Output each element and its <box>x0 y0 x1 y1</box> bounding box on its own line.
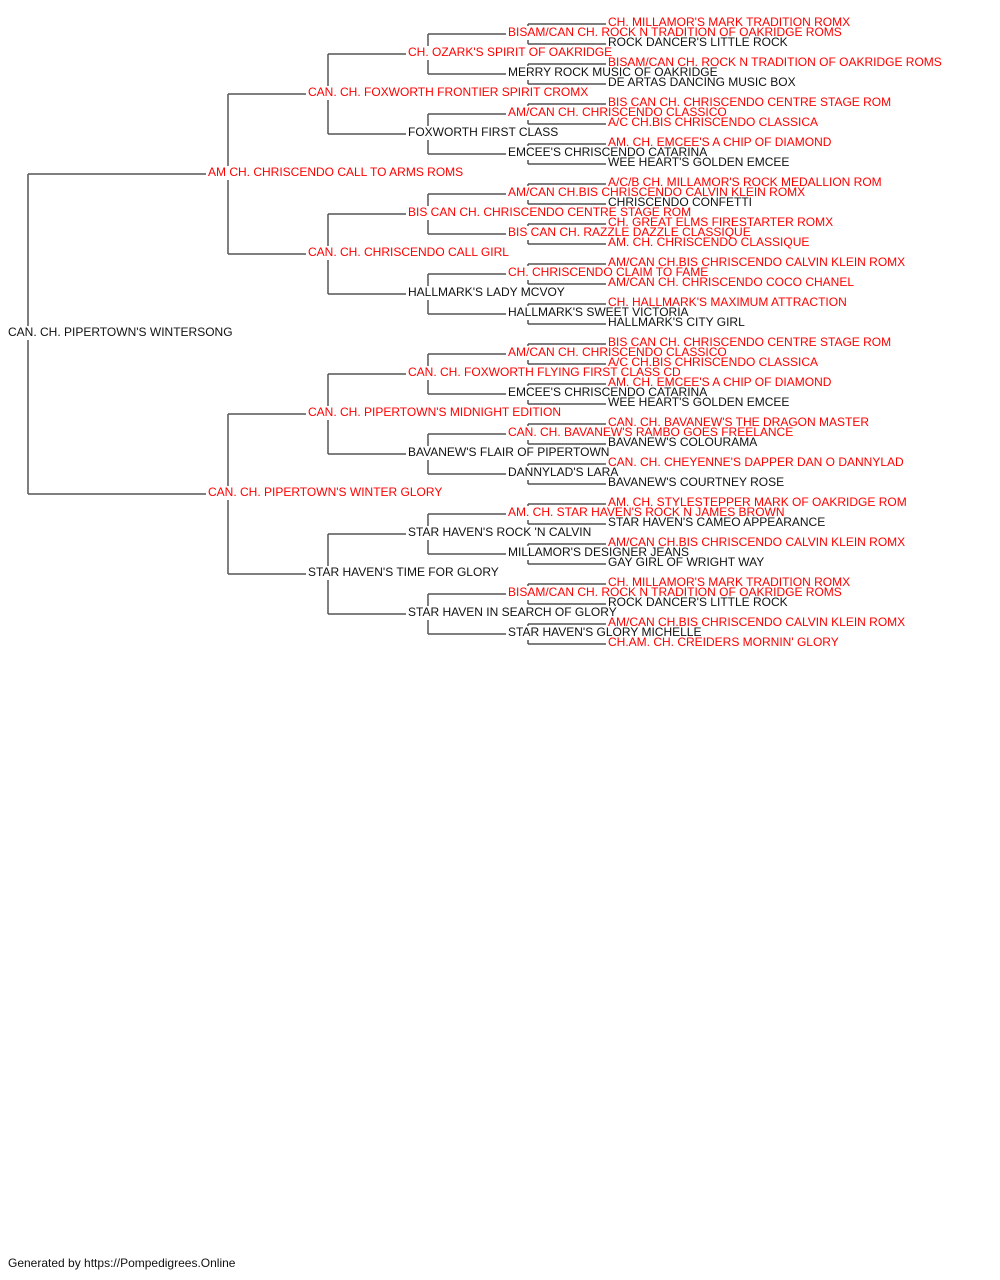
ancestor-name[interactable]: BIS CAN CH. CHRISCENDO CENTRE STAGE ROM <box>608 95 891 109</box>
ancestor-name[interactable]: CAN. CH. FOXWORTH FRONTIER SPIRIT CROMX <box>308 85 588 99</box>
ancestor-name[interactable]: A/C CH.BIS CHRISCENDO CLASSICA <box>608 115 818 129</box>
ancestor-name[interactable]: BAVANEW'S COURTNEY ROSE <box>608 475 784 489</box>
ancestor-name[interactable]: HALLMARK'S LADY MCVOY <box>408 285 565 299</box>
ancestor-name[interactable]: CH. OZARK'S SPIRIT OF OAKRIDGE <box>408 45 612 59</box>
ancestor-name[interactable]: AM/CAN CH.BIS CHRISCENDO CALVIN KLEIN RO… <box>608 255 905 269</box>
ancestor-name[interactable]: ROCK DANCER'S LITTLE ROCK <box>608 35 788 49</box>
ancestor-name[interactable]: CH. HALLMARK'S MAXIMUM ATTRACTION <box>608 295 847 309</box>
ancestor-name[interactable]: BISAM/CAN CH. ROCK N TRADITION OF OAKRID… <box>608 55 942 69</box>
ancestor-name[interactable]: MILLAMOR'S DESIGNER JEANS <box>508 545 689 559</box>
ancestor-name[interactable]: CH. GREAT ELMS FIRESTARTER ROMX <box>608 215 833 229</box>
ancestor-name[interactable]: BISAM/CAN CH. ROCK N TRADITION OF OAKRID… <box>508 585 842 599</box>
ancestor-name[interactable]: STAR HAVEN'S CAMEO APPEARANCE <box>608 515 825 529</box>
ancestor-name[interactable]: CH. MILLAMOR'S MARK TRADITION ROMX <box>608 575 850 589</box>
ancestor-name[interactable]: AM/CAN CH.BIS CHRISCENDO CALVIN KLEIN RO… <box>608 615 905 629</box>
ancestor-name[interactable]: AM. CH. STYLESTEPPER MARK OF OAKRIDGE RO… <box>608 495 907 509</box>
ancestor-name[interactable]: CAN. CH. PIPERTOWN'S WINTER GLORY <box>208 485 442 499</box>
ancestor-name[interactable]: CH.AM. CH. CREIDERS MORNIN' GLORY <box>608 635 839 649</box>
ancestor-name[interactable]: MERRY ROCK MUSIC OF OAKRIDGE <box>508 65 718 79</box>
ancestor-name[interactable]: CAN. CH. BAVANEW'S THE DRAGON MASTER <box>608 415 869 429</box>
subject-dog-name[interactable]: CAN. CH. PIPERTOWN'S WINTERSONG <box>8 325 233 339</box>
ancestor-name[interactable]: A/C/B CH. MILLAMOR'S ROCK MEDALLION ROM <box>608 175 882 189</box>
ancestor-name[interactable]: BIS CAN CH. RAZZLE DAZZLE CLASSIQUE <box>508 225 751 239</box>
ancestor-name[interactable]: CAN. CH. PIPERTOWN'S MIDNIGHT EDITION <box>308 405 561 419</box>
ancestor-name[interactable]: CAN. CH. BAVANEW'S RAMBO GOES FREELANCE <box>508 425 793 439</box>
ancestor-name[interactable]: STAR HAVEN'S TIME FOR GLORY <box>308 565 499 579</box>
footer-credit: Generated by https://Pompedigrees.Online <box>8 1256 236 1270</box>
ancestor-name[interactable]: BIS CAN CH. CHRISCENDO CENTRE STAGE ROM <box>408 205 691 219</box>
ancestor-name[interactable]: AM/CAN CH. CHRISCENDO COCO CHANEL <box>608 275 854 289</box>
ancestor-name[interactable]: AM. CH. EMCEE'S A CHIP OF DIAMOND <box>608 135 832 149</box>
ancestor-name[interactable]: HALLMARK'S CITY GIRL <box>608 315 745 329</box>
ancestor-name[interactable]: AM/CAN CH. CHRISCENDO CLASSICO <box>508 345 727 359</box>
ancestor-name[interactable]: CAN. CH. FOXWORTH FLYING FIRST CLASS CD <box>408 365 681 379</box>
ancestor-name[interactable]: BISAM/CAN CH. ROCK N TRADITION OF OAKRID… <box>508 25 842 39</box>
ancestor-name[interactable]: HALLMARK'S SWEET VICTORIA <box>508 305 689 319</box>
ancestor-name[interactable]: STAR HAVEN'S GLORY MICHELLE <box>508 625 701 639</box>
ancestor-name[interactable]: AM. CH. STAR HAVEN'S ROCK N JAMES BROWN <box>508 505 785 519</box>
ancestor-name[interactable]: GAY GIRL OF WRIGHT WAY <box>608 555 764 569</box>
ancestor-name[interactable]: BIS CAN CH. CHRISCENDO CENTRE STAGE ROM <box>608 335 891 349</box>
ancestor-name[interactable]: FOXWORTH FIRST CLASS <box>408 125 558 139</box>
ancestor-name[interactable]: CH. MILLAMOR'S MARK TRADITION ROMX <box>608 15 850 29</box>
ancestor-name[interactable]: CH. CHRISCENDO CLAIM TO FAME <box>508 265 708 279</box>
ancestor-name[interactable]: DE ARTAS DANCING MUSIC BOX <box>608 75 796 89</box>
ancestor-name[interactable]: AM. CH. EMCEE'S A CHIP OF DIAMOND <box>608 375 832 389</box>
ancestor-name[interactable]: STAR HAVEN IN SEARCH OF GLORY <box>408 605 617 619</box>
ancestor-name[interactable]: WEE HEART'S GOLDEN EMCEE <box>608 395 789 409</box>
ancestor-name[interactable]: WEE HEART'S GOLDEN EMCEE <box>608 155 789 169</box>
ancestor-name[interactable]: AM/CAN CH.BIS CHRISCENDO CALVIN KLEIN RO… <box>508 185 805 199</box>
ancestor-name[interactable]: CAN. CH. CHEYENNE'S DAPPER DAN O DANNYLA… <box>608 455 904 469</box>
ancestor-name[interactable]: AM/CAN CH.BIS CHRISCENDO CALVIN KLEIN RO… <box>608 535 905 549</box>
ancestor-name[interactable]: AM. CH. CHRISCENDO CLASSIQUE <box>608 235 809 249</box>
ancestor-name[interactable]: CAN. CH. CHRISCENDO CALL GIRL <box>308 245 509 259</box>
ancestor-name[interactable]: CHRISCENDO CONFETTI <box>608 195 752 209</box>
ancestor-name[interactable]: BAVANEW'S COLOURAMA <box>608 435 757 449</box>
ancestor-name[interactable]: A/C CH.BIS CHRISCENDO CLASSICA <box>608 355 818 369</box>
ancestor-name[interactable]: EMCEE'S CHRISCENDO CATARINA <box>508 385 707 399</box>
ancestor-name[interactable]: STAR HAVEN'S ROCK 'N CALVIN <box>408 525 591 539</box>
ancestor-name[interactable]: EMCEE'S CHRISCENDO CATARINA <box>508 145 707 159</box>
ancestor-name[interactable]: ROCK DANCER'S LITTLE ROCK <box>608 595 788 609</box>
ancestor-name[interactable]: AM CH. CHRISCENDO CALL TO ARMS ROMS <box>208 165 463 179</box>
ancestor-name[interactable]: DANNYLAD'S LARA <box>508 465 618 479</box>
ancestor-name[interactable]: AM/CAN CH. CHRISCENDO CLASSICO <box>508 105 727 119</box>
ancestor-name[interactable]: BAVANEW'S FLAIR OF PIPERTOWN <box>408 445 609 459</box>
